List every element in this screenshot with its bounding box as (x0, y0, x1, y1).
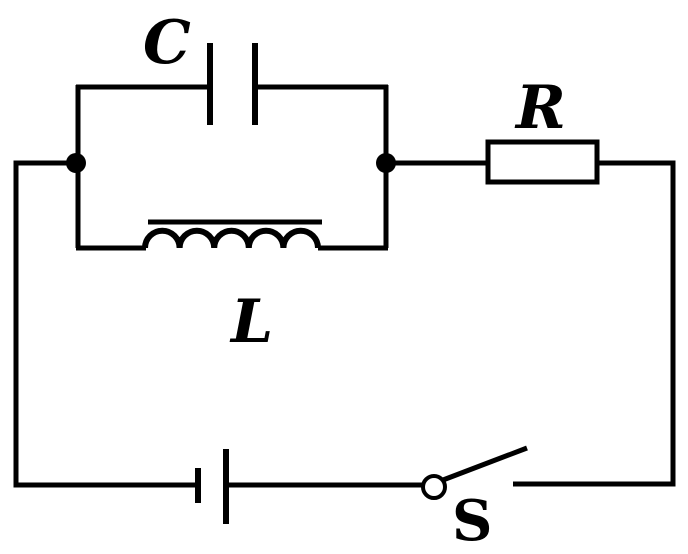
junction-dot-right (376, 153, 396, 173)
inductor-coil (142, 227, 321, 249)
lc-parallel-block (66, 43, 396, 251)
switch-lever (442, 445, 528, 483)
inductor-label: L (229, 287, 273, 357)
switch-label: S (452, 488, 492, 554)
resistor (485, 139, 600, 185)
capacitor (76, 43, 388, 125)
wire-switch-to-resistor (513, 160, 676, 487)
capacitor-label: C (143, 8, 191, 78)
switch (421, 445, 528, 500)
resistor-label: R (514, 73, 566, 143)
wire-left-and-bottom (13, 160, 198, 488)
inductor (76, 219, 388, 251)
resistor-body (485, 139, 600, 185)
outer-loop-wires (13, 160, 676, 488)
battery (195, 449, 229, 524)
junction-dot-left (66, 153, 86, 173)
switch-pivot-circle (421, 474, 447, 500)
